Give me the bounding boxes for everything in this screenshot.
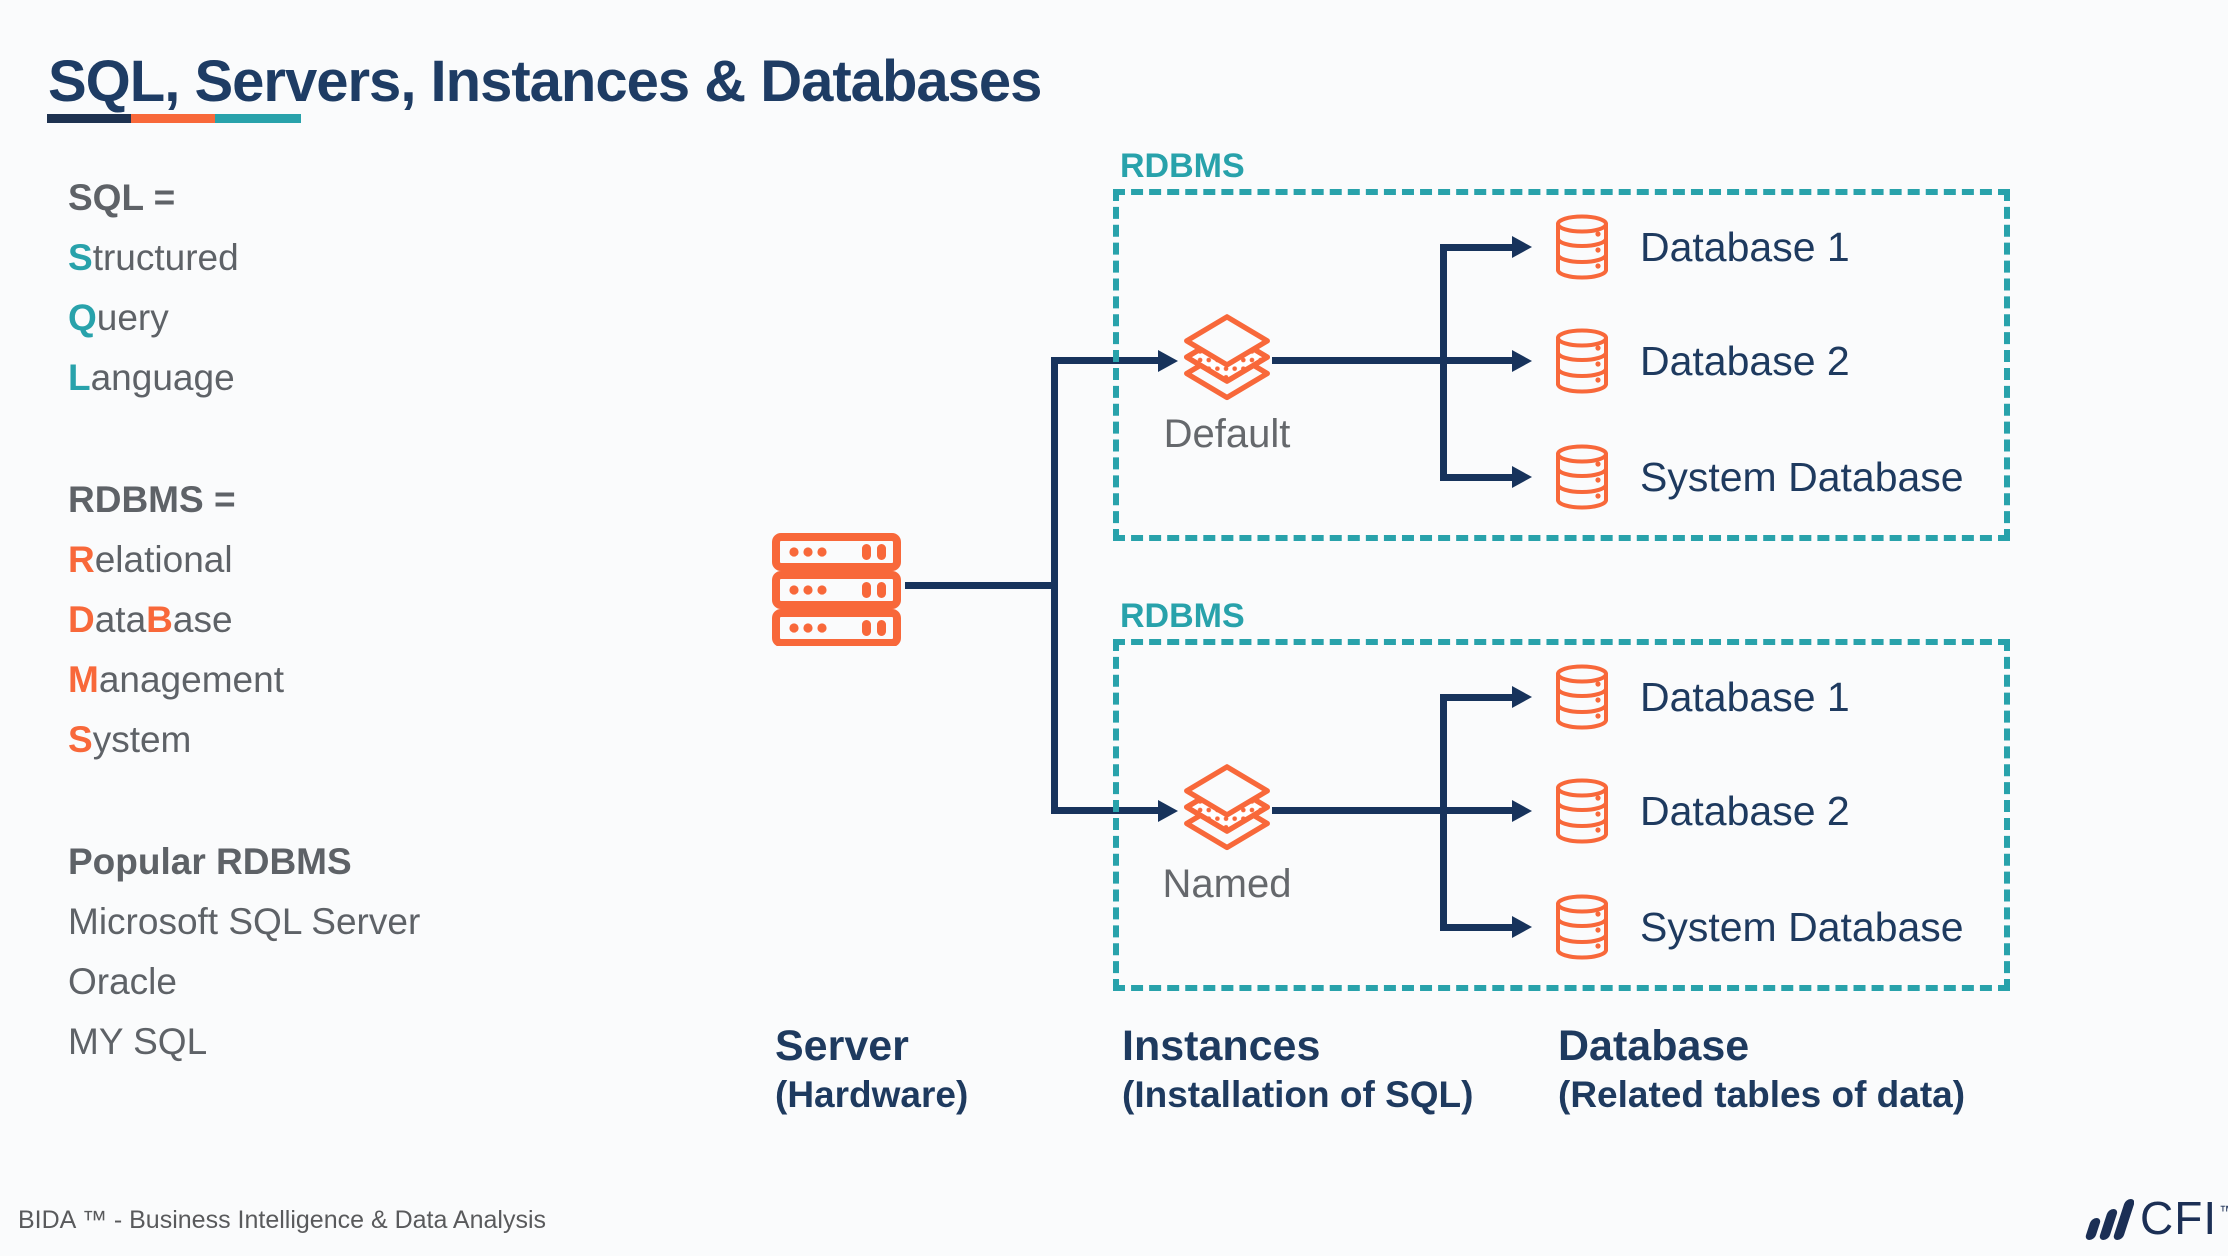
connector-db-row	[1440, 694, 1512, 701]
rdbms-boundary-box	[1113, 639, 2010, 991]
arrowhead-icon	[1512, 916, 1532, 938]
text-segment: M	[68, 659, 99, 700]
text-segment: ase	[172, 599, 233, 640]
arrowhead-icon	[1512, 236, 1532, 258]
connector-db-row	[1440, 474, 1512, 481]
text-segment: S	[68, 719, 93, 760]
title-underline	[47, 114, 301, 123]
connector-trunk-line	[1051, 357, 1058, 814]
underline-segment-navy	[47, 114, 131, 123]
left-block-line: Oracle	[68, 952, 420, 1012]
arrowhead-icon	[1158, 800, 1178, 822]
instance-label: Named	[1162, 862, 1292, 906]
cfi-logo: CFI ™	[2084, 1192, 2228, 1242]
cfi-trademark: ™	[2219, 1203, 2228, 1220]
left-block-line: Language	[68, 348, 420, 408]
text-segment: ystem	[92, 719, 192, 760]
caption-server: Server (Hardware)	[775, 1020, 968, 1118]
page-title: SQL, Servers, Instances & Databases	[48, 49, 1042, 114]
cfi-logo-text: CFI	[2140, 1192, 2218, 1244]
left-block-line: Structured	[68, 228, 420, 288]
database-cylinder-icon	[1554, 664, 1610, 730]
connector-db-branch	[1440, 244, 1447, 481]
left-block-line: Microsoft SQL Server	[68, 892, 420, 952]
underline-segment-orange	[131, 114, 215, 123]
text-segment: L	[68, 357, 91, 398]
arrowhead-icon	[1512, 466, 1532, 488]
database-label: Database 2	[1640, 338, 1850, 384]
database-label: Database 2	[1640, 788, 1850, 834]
connector-db-row	[1440, 244, 1512, 251]
arrowhead-icon	[1512, 800, 1532, 822]
rdbms-boundary-box	[1113, 189, 2010, 541]
caption-instances: Instances (Installation of SQL)	[1122, 1020, 1473, 1118]
connector-instance-out	[1272, 807, 1512, 814]
rdbms-box-label: RDBMS	[1120, 597, 1245, 635]
database-label: System Database	[1640, 454, 1964, 500]
connector-branch-bottom	[1051, 807, 1158, 814]
database-label: System Database	[1640, 904, 1964, 950]
caption-server-subtitle: (Hardware)	[775, 1074, 969, 1115]
text-segment: B	[146, 599, 173, 640]
text-segment: MY SQL	[68, 1021, 208, 1062]
layers-icon	[1179, 763, 1275, 859]
cfi-bars-icon	[2085, 1199, 2134, 1240]
text-segment: R	[68, 539, 95, 580]
caption-database: Database (Related tables of data)	[1558, 1020, 1965, 1118]
text-segment: tructured	[92, 237, 239, 278]
caption-server-title: Server	[775, 1022, 909, 1070]
text-segment: Q	[68, 297, 97, 338]
layers-icon	[1179, 313, 1275, 409]
left-block-heading: RDBMS =	[68, 479, 236, 520]
rdbms-box-label: RDBMS	[1120, 147, 1245, 185]
text-segment: D	[68, 599, 95, 640]
text-segment: ata	[94, 599, 147, 640]
database-cylinder-icon	[1554, 328, 1610, 394]
underline-segment-teal	[215, 114, 301, 123]
arrowhead-icon	[1158, 350, 1178, 372]
caption-instances-title: Instances	[1122, 1022, 1321, 1070]
text-segment: uery	[96, 297, 169, 338]
left-block-line: MY SQL	[68, 1012, 420, 1072]
database-label: Database 1	[1640, 224, 1850, 270]
database-cylinder-icon	[1554, 214, 1610, 280]
left-block-heading: Popular RDBMS	[68, 841, 352, 882]
left-block-line: DataBase	[68, 590, 420, 650]
server-rack-icon	[769, 531, 904, 646]
text-segment: S	[68, 237, 93, 278]
caption-instances-subtitle: (Installation of SQL)	[1122, 1074, 1474, 1115]
arrowhead-icon	[1512, 686, 1532, 708]
caption-database-title: Database	[1558, 1022, 1750, 1070]
left-block-line: System	[68, 710, 420, 770]
database-label: Database 1	[1640, 674, 1850, 720]
text-segment: anguage	[90, 357, 235, 398]
instance-label: Default	[1163, 412, 1291, 456]
text-segment: anagement	[98, 659, 284, 700]
database-cylinder-icon	[1554, 778, 1610, 844]
text-segment: elational	[94, 539, 233, 580]
database-cylinder-icon	[1554, 444, 1610, 510]
left-block-line: Management	[68, 650, 420, 710]
database-cylinder-icon	[1554, 894, 1610, 960]
left-block-heading: SQL =	[68, 177, 176, 218]
footer-brand-line: BIDA ™ - Business Intelligence & Data An…	[18, 1206, 547, 1234]
connector-branch-top	[1051, 357, 1158, 364]
connector-db-branch	[1440, 694, 1447, 931]
left-block-line: Relational	[68, 530, 420, 590]
text-segment: Microsoft SQL Server	[68, 901, 421, 942]
connector-db-row	[1440, 924, 1512, 931]
arrowhead-icon	[1512, 350, 1532, 372]
text-segment: Oracle	[68, 961, 177, 1002]
caption-database-subtitle: (Related tables of data)	[1558, 1074, 1966, 1115]
connector-server-line	[905, 582, 1058, 589]
left-block-line: Query	[68, 288, 420, 348]
connector-instance-out	[1272, 357, 1512, 364]
